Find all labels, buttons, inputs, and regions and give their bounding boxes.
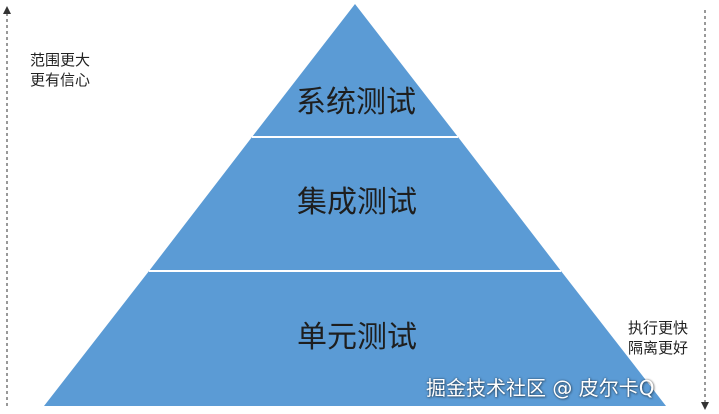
pyramid-layer-unit (44, 271, 666, 406)
watermark: 掘金技术社区 @ 皮尔卡Q (426, 376, 655, 400)
right-annotation: 执行更快 隔离更好 (628, 318, 688, 358)
right-annotation-line1: 执行更快 (628, 319, 689, 337)
layer-label-unit: 单元测试 (297, 320, 417, 355)
left-annotation: 范围更大 更有信心 (30, 50, 90, 90)
left-annotation-line2: 更有信心 (30, 71, 91, 89)
left-annotation-line1: 范围更大 (30, 51, 91, 69)
pyramid-layer-system (252, 4, 458, 137)
layer-label-integration: 集成测试 (297, 185, 417, 220)
right-annotation-line2: 隔离更好 (628, 339, 689, 357)
pyramid-layer-integration (149, 137, 561, 271)
layer-label-system: 系统测试 (296, 85, 416, 120)
